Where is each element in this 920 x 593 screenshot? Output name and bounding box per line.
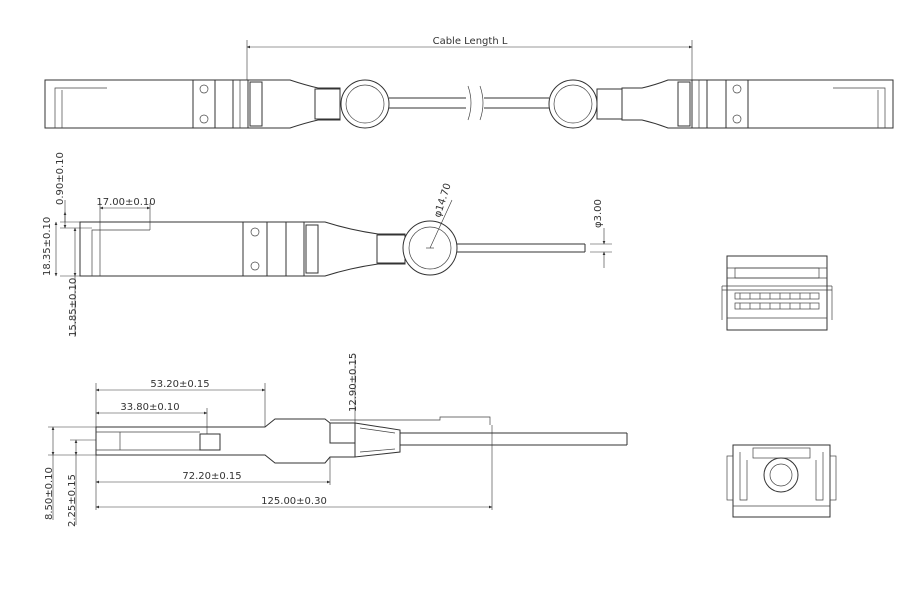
dim-72-20: 72.20±0.15 (182, 471, 241, 482)
dim-8-50: 8.50±0.10 (44, 467, 55, 520)
side-dimensions: 53.20±0.15 33.80±0.10 12.90±0.15 72.20±0… (44, 353, 493, 527)
dim-33-80: 33.80±0.10 (120, 402, 179, 413)
right-connector (548, 79, 894, 129)
dim-18-35: 18.35±0.10 (42, 217, 53, 276)
dim-phi-3-00: φ3.00 (593, 199, 604, 228)
cable-length-label: Cable Length L (433, 36, 508, 47)
cable-length-dimension: Cable Length L (246, 36, 693, 82)
middle-view: 17.00±0.10 0.90±0.10 18.35±0.10 15.85±0.… (42, 152, 612, 337)
dim-15-85: 15.85±0.10 (68, 278, 79, 337)
left-connector (44, 79, 390, 129)
cable-top (389, 85, 549, 121)
top-view: Cable Length L (44, 36, 894, 129)
dim-phi-14-70: φ14.70 (432, 182, 453, 219)
dim-2-25: 2.25±0.15 (67, 474, 78, 527)
dim-12-90: 12.90±0.15 (348, 353, 359, 412)
end-view-rear (726, 444, 837, 518)
dim-0-90: 0.90±0.10 (55, 152, 66, 205)
end-view-front (721, 255, 833, 331)
dim-17-00: 17.00±0.10 (96, 197, 155, 208)
dim-125-00: 125.00±0.30 (261, 496, 327, 507)
dim-53-20: 53.20±0.15 (150, 379, 209, 390)
side-view: 53.20±0.15 33.80±0.10 12.90±0.15 72.20±0… (44, 353, 628, 527)
